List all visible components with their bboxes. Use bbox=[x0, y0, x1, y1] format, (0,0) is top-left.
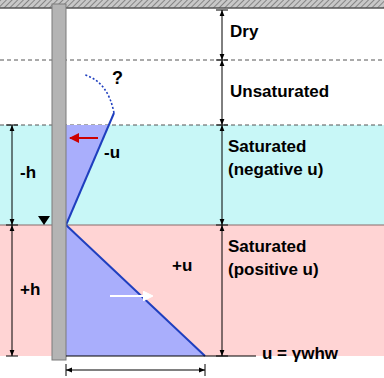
band-label: Saturated (negative u) bbox=[228, 135, 378, 181]
leader-line bbox=[66, 356, 256, 357]
saturated-negative-band: Saturated (negative u) bbox=[0, 125, 384, 225]
pressure-line bbox=[66, 113, 114, 225]
pressure-line bbox=[66, 225, 205, 356]
zone-label: Unsaturated bbox=[230, 82, 329, 102]
pressure-dimension bbox=[66, 364, 205, 376]
depth-dimension bbox=[216, 10, 228, 356]
ground-line bbox=[0, 7, 384, 9]
head-label: +h bbox=[20, 280, 40, 300]
positive-pressure-area bbox=[66, 225, 205, 356]
uncertain-mark: ? bbox=[112, 68, 123, 88]
uncertain-curve bbox=[85, 75, 114, 113]
zone-boundary bbox=[0, 125, 384, 126]
water-table-line bbox=[0, 224, 384, 225]
pressure-arrow bbox=[110, 295, 152, 297]
suction-arrow bbox=[70, 137, 98, 139]
pile bbox=[52, 4, 66, 360]
water-table-symbol bbox=[38, 216, 50, 225]
zone-boundary bbox=[0, 60, 384, 61]
formula-label: u = γwhw bbox=[262, 344, 338, 364]
zone-label: Dry bbox=[230, 22, 258, 42]
head-label: -h bbox=[20, 163, 36, 183]
pressure-label: +u bbox=[172, 256, 192, 276]
head-dimension bbox=[6, 125, 18, 356]
ground-surface bbox=[0, 0, 384, 8]
negative-pressure-area bbox=[66, 125, 109, 225]
band-label: Saturated (positive u) bbox=[228, 235, 378, 281]
saturated-positive-band: Saturated (positive u) bbox=[0, 225, 384, 356]
pressure-label: -u bbox=[104, 143, 120, 163]
